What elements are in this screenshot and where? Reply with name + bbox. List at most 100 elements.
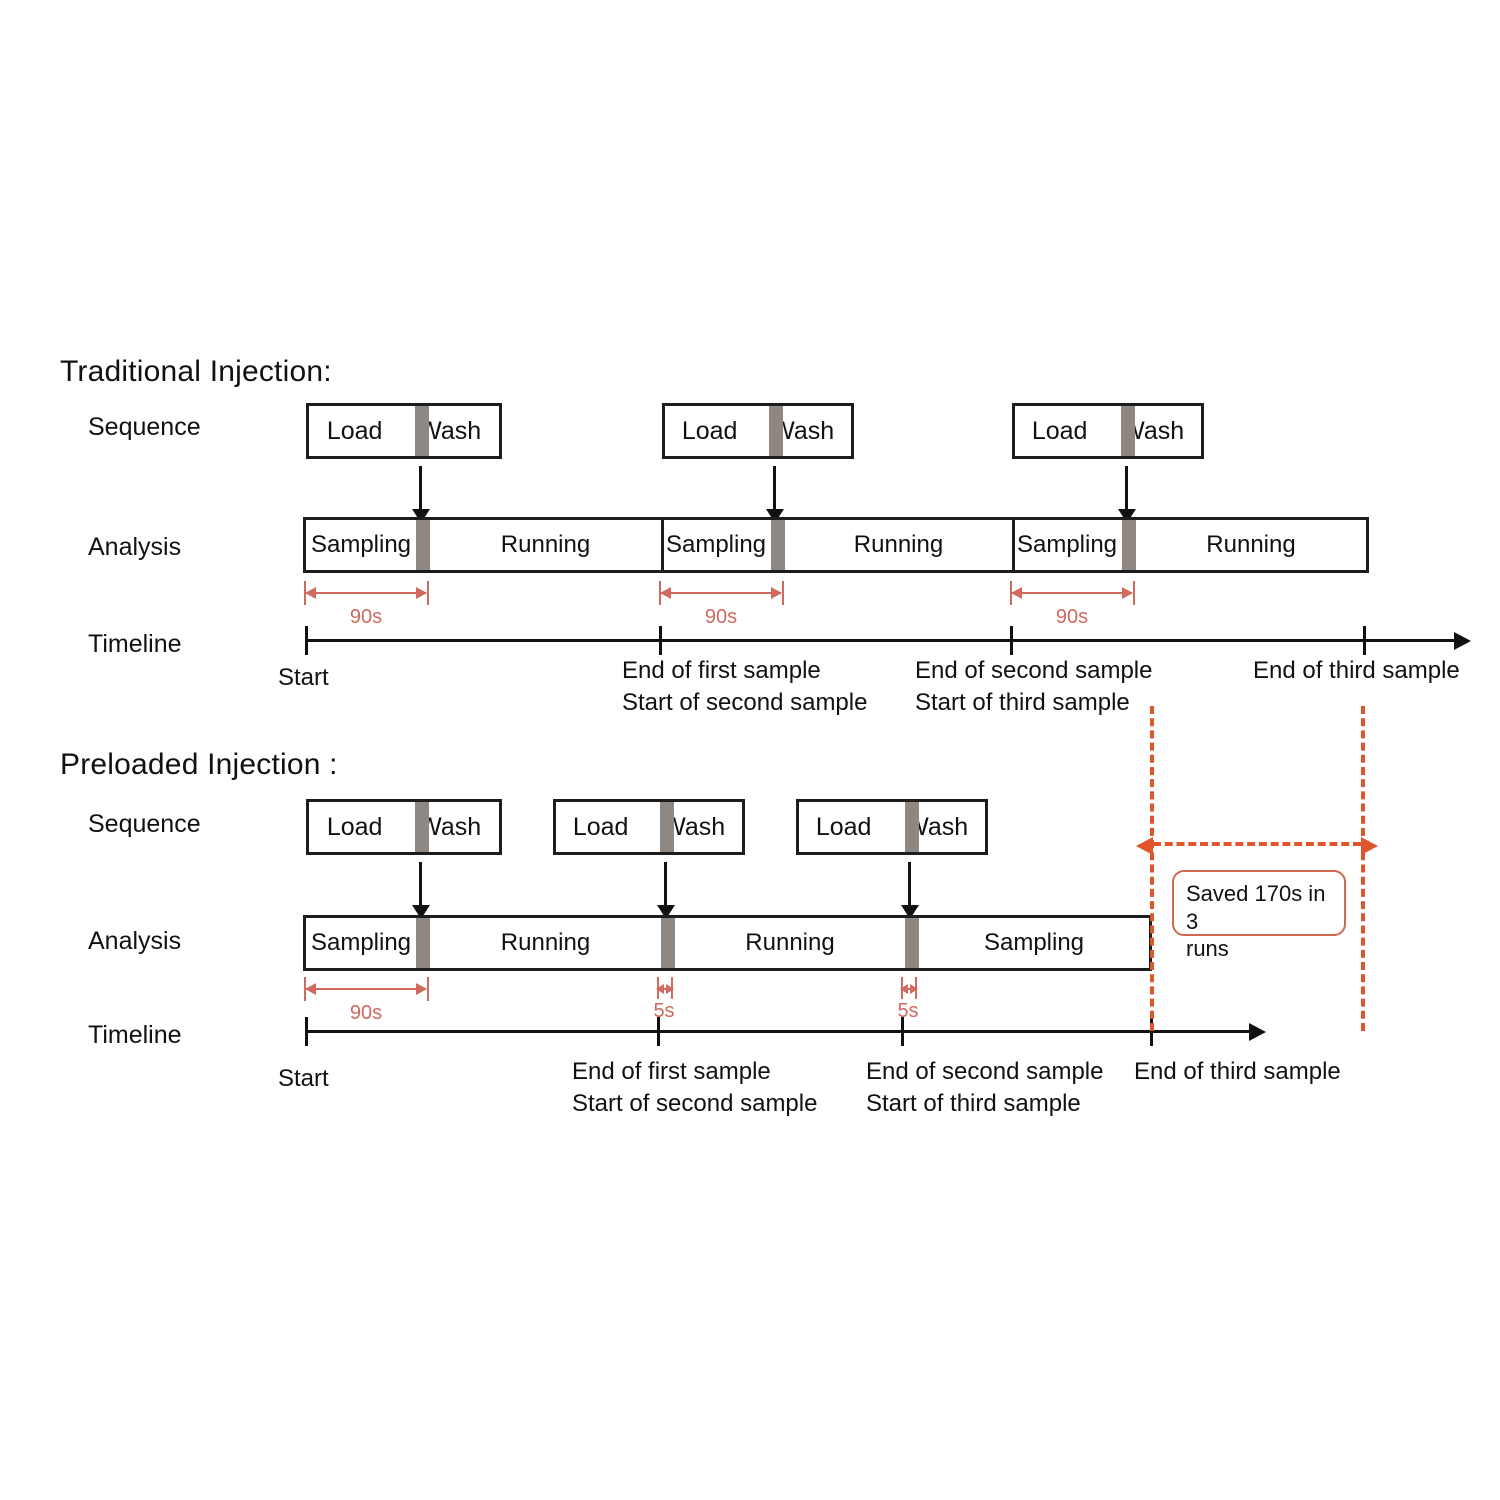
analysis-segment-separator — [661, 517, 664, 573]
analysis-segment-label: Running — [853, 531, 944, 558]
traditional-injection-title: Traditional Injection: — [60, 355, 332, 388]
load-label: Load — [326, 812, 383, 841]
traditional-sequence-box-3: Load Wash — [1012, 403, 1204, 459]
savings-callout-line-1: Saved 170s in 3 — [1186, 881, 1326, 934]
preloaded-timeline-label-start: Start — [278, 1063, 329, 1095]
traditional-measure-label-3: 90s — [1055, 606, 1089, 628]
analysis-segment-label: Running — [1206, 531, 1296, 558]
label-line-2: Start of second sample — [622, 689, 868, 717]
label-line-1: Start — [278, 1065, 329, 1092]
preloaded-analysis-bar: Sampling Running Running Sampling — [303, 915, 1152, 971]
preloaded-measure-arrow-1 — [306, 988, 426, 990]
preload-down-arrow-2 — [664, 862, 667, 906]
savings-callout-line-2: runs — [1186, 936, 1229, 961]
label-line-1: End of third sample — [1253, 657, 1460, 684]
analysis-segment-label: Sampling — [1016, 531, 1118, 558]
traditional-measure-label-1: 90s — [349, 606, 383, 628]
load-label: Load — [815, 812, 872, 841]
injection-divider-bar — [769, 406, 783, 456]
analysis-segment-separator — [1012, 517, 1015, 573]
preloaded-measure-arrow-3 — [903, 988, 915, 990]
savings-callout: Saved 170s in 3 runs — [1172, 870, 1346, 961]
sampling-divider-bar — [771, 520, 785, 570]
label-line-1: End of first sample — [572, 1058, 771, 1085]
preloaded-timeline-label-2: End of second sample Start of third samp… — [866, 1056, 1103, 1121]
measure-end-tick — [427, 581, 429, 605]
preloaded-timeline-axis — [305, 1030, 1250, 1033]
label-line-1: End of second sample — [866, 1058, 1104, 1085]
preloaded-timeline-tick-start — [305, 1017, 308, 1046]
traditional-measure-arrow-1 — [306, 592, 426, 594]
injection-divider-bar — [415, 406, 429, 456]
preloaded-measure-arrow-2 — [659, 988, 671, 990]
sampling-divider-bar — [416, 918, 430, 968]
traditional-measure-label-2: 90s — [704, 606, 738, 628]
traditional-sequence-box-2: Load Wash — [662, 403, 854, 459]
traditional-measure-arrow-3 — [1012, 592, 1132, 594]
preload-down-arrow-1 — [419, 862, 422, 906]
savings-guide-line-right — [1361, 706, 1365, 1031]
traditional-timeline-axis — [305, 639, 1455, 642]
preloaded-timeline-tick-2 — [901, 1017, 904, 1046]
traditional-timeline-tick-3 — [1363, 626, 1366, 655]
traditional-sequence-box-1: Load Wash — [306, 403, 502, 459]
measure-end-tick — [1133, 581, 1135, 605]
preload-down-arrow-3 — [908, 862, 911, 906]
savings-span-arrow — [1136, 837, 1378, 855]
traditional-timeline-label-3: End of third sample — [1253, 655, 1460, 687]
traditional-timeline-tick-1 — [659, 626, 662, 655]
preloaded-measure-label-3: 5s — [897, 1000, 919, 1022]
preloaded-sequence-row-label: Sequence — [88, 810, 201, 838]
label-line-2: Start of third sample — [915, 689, 1130, 717]
traditional-timeline-label-1: End of first sample Start of second samp… — [622, 655, 867, 720]
analysis-segment-label: Running — [745, 929, 835, 956]
label-line-1: End of second sample — [915, 657, 1153, 684]
label-line-2: Start of second sample — [572, 1090, 818, 1118]
preloaded-timeline-label-1: End of first sample Start of second samp… — [572, 1056, 817, 1121]
injection-down-arrow-1 — [419, 466, 422, 510]
wash-label: Wash — [905, 812, 969, 841]
measure-end-tick — [782, 581, 784, 605]
injection-divider-bar — [905, 802, 919, 852]
injection-divider-bar — [1121, 406, 1135, 456]
analysis-segment-label: Sampling — [983, 929, 1085, 956]
traditional-timeline-label-start: Start — [278, 662, 329, 694]
preloaded-timeline-row-label: Timeline — [88, 1021, 182, 1049]
analysis-segment-label: Sampling — [665, 531, 767, 558]
preloaded-measure-label-1: 90s — [349, 1002, 383, 1024]
traditional-measure-arrow-2 — [661, 592, 781, 594]
sampling-divider-bar — [905, 918, 919, 968]
load-label: Load — [1031, 416, 1088, 445]
analysis-segment-label: Sampling — [310, 929, 412, 956]
preloaded-analysis-row-label: Analysis — [88, 927, 182, 955]
preloaded-injection-title: Preloaded Injection : — [60, 748, 338, 781]
injection-divider-bar — [415, 802, 429, 852]
measure-end-tick — [427, 977, 429, 1001]
traditional-analysis-bar: Sampling Running Sampling Running Sampli… — [303, 517, 1369, 573]
sampling-divider-bar — [661, 918, 675, 968]
label-line-2: Start of third sample — [866, 1090, 1081, 1118]
preloaded-sequence-box-2: Load Wash — [553, 799, 745, 855]
traditional-timeline-tick-2 — [1010, 626, 1013, 655]
sampling-divider-bar — [1122, 520, 1136, 570]
injection-down-arrow-3 — [1125, 466, 1128, 510]
preloaded-timeline-tick-1 — [657, 1017, 660, 1046]
traditional-timeline-row-label: Timeline — [88, 630, 182, 658]
analysis-segment-label: Running — [500, 531, 591, 558]
injection-divider-bar — [660, 802, 674, 852]
load-label: Load — [572, 812, 629, 841]
preloaded-sequence-box-3: Load Wash — [796, 799, 988, 855]
injection-down-arrow-2 — [773, 466, 776, 510]
traditional-timeline-tick-start — [305, 626, 308, 655]
load-label: Load — [326, 416, 383, 445]
traditional-timeline-label-2: End of second sample Start of third samp… — [915, 655, 1152, 720]
load-label: Load — [681, 416, 738, 445]
analysis-segment-label: Running — [500, 929, 591, 956]
label-line-1: End of third sample — [1134, 1058, 1341, 1085]
savings-guide-line-left — [1150, 706, 1154, 1031]
label-line-1: Start — [278, 664, 329, 691]
preloaded-measure-label-2: 5s — [653, 1000, 675, 1022]
wash-label: Wash — [1121, 416, 1185, 445]
preloaded-timeline-tick-3 — [1150, 1017, 1153, 1046]
